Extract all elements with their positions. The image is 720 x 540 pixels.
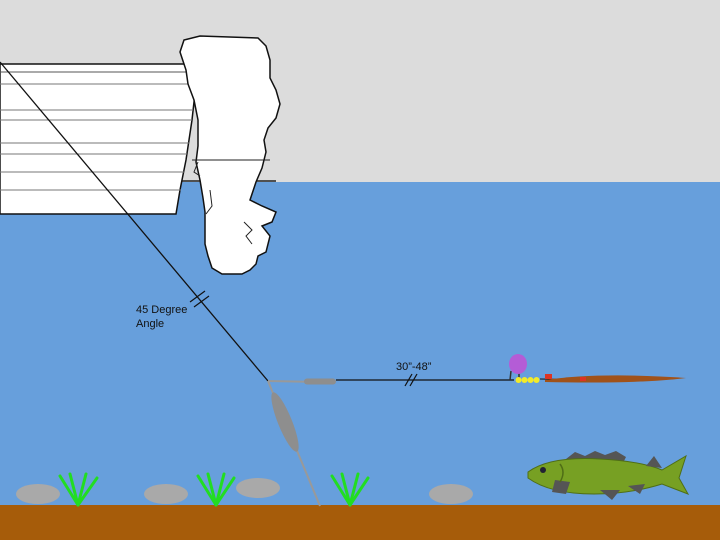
main-line — [0, 61, 269, 382]
angle-label-line2: Angle — [136, 318, 164, 330]
weed-icon — [330, 472, 370, 507]
boat-hull-icon — [0, 63, 199, 215]
weed-icon — [196, 472, 236, 507]
bottom-bouncer-sinker-icon — [267, 378, 336, 507]
leader-tick-marks — [404, 373, 418, 387]
rock-icon — [16, 484, 60, 504]
float-bead-icon — [509, 354, 540, 383]
walleye-fish-icon — [527, 451, 690, 500]
rock-icon — [429, 484, 473, 504]
outboard-motor-icon — [179, 35, 281, 275]
angle-label-line1: 45 Degree — [136, 304, 187, 316]
rock-icon — [144, 484, 188, 504]
leader-length-label: 30”-48” — [396, 361, 432, 373]
weed-icon — [58, 472, 99, 507]
nightcrawler-harness-icon — [539, 374, 686, 383]
rock-icon — [236, 478, 280, 498]
lake-bottom — [0, 505, 720, 540]
angle-tick-marks — [189, 290, 210, 308]
